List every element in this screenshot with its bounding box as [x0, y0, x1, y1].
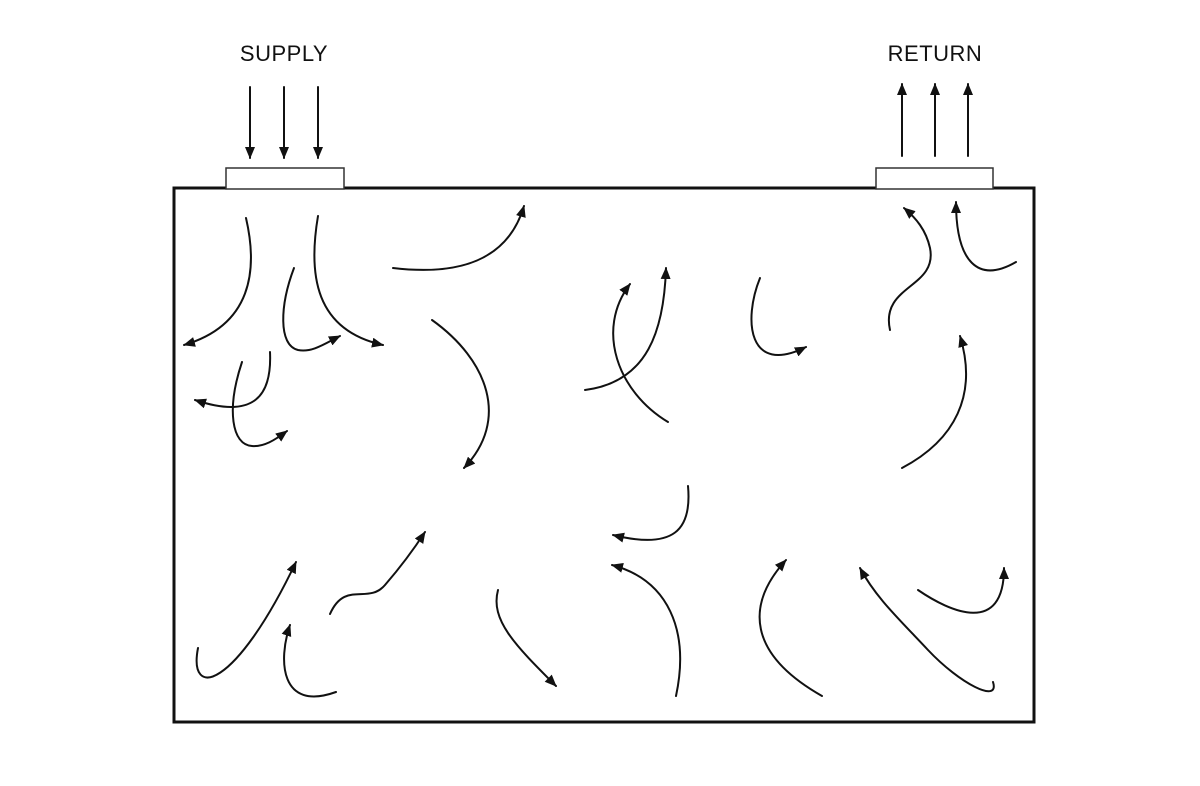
return-label: RETURN	[888, 41, 983, 66]
airflow-arrow	[611, 563, 682, 697]
room-circulation-arrows	[183, 201, 1017, 698]
airflow-arrow	[282, 267, 341, 352]
airflow-arrow	[392, 205, 526, 271]
airflow-arrow	[313, 215, 384, 348]
airflow-arrow	[901, 335, 968, 469]
airflow-arrow	[584, 267, 671, 391]
airflow-arrow	[917, 567, 1009, 614]
airflow-arrow	[329, 531, 426, 615]
airflow-arrow	[183, 217, 252, 347]
airflow-arrow	[281, 624, 337, 698]
airflow-arrow	[431, 319, 490, 469]
airflow-arrow	[231, 361, 288, 448]
supply-inflow-arrows	[245, 86, 323, 159]
airflow-arrow	[750, 277, 807, 357]
supply-label: SUPPLY	[240, 41, 328, 66]
airflow-arrow	[495, 589, 557, 687]
airflow-arrow	[195, 561, 297, 679]
supply-grille	[225, 167, 345, 190]
airflow-arrow	[859, 567, 995, 693]
return-grille	[875, 167, 994, 190]
return-outflow-arrows	[897, 83, 973, 157]
airflow-arrow	[887, 207, 932, 331]
airflow-arrow	[612, 485, 690, 543]
airflow-arrow	[758, 559, 823, 697]
airflow-arrow	[951, 201, 1017, 272]
room-outline	[172, 186, 1036, 724]
airflow-arrow	[612, 283, 669, 423]
airflow-arrow	[194, 351, 272, 409]
